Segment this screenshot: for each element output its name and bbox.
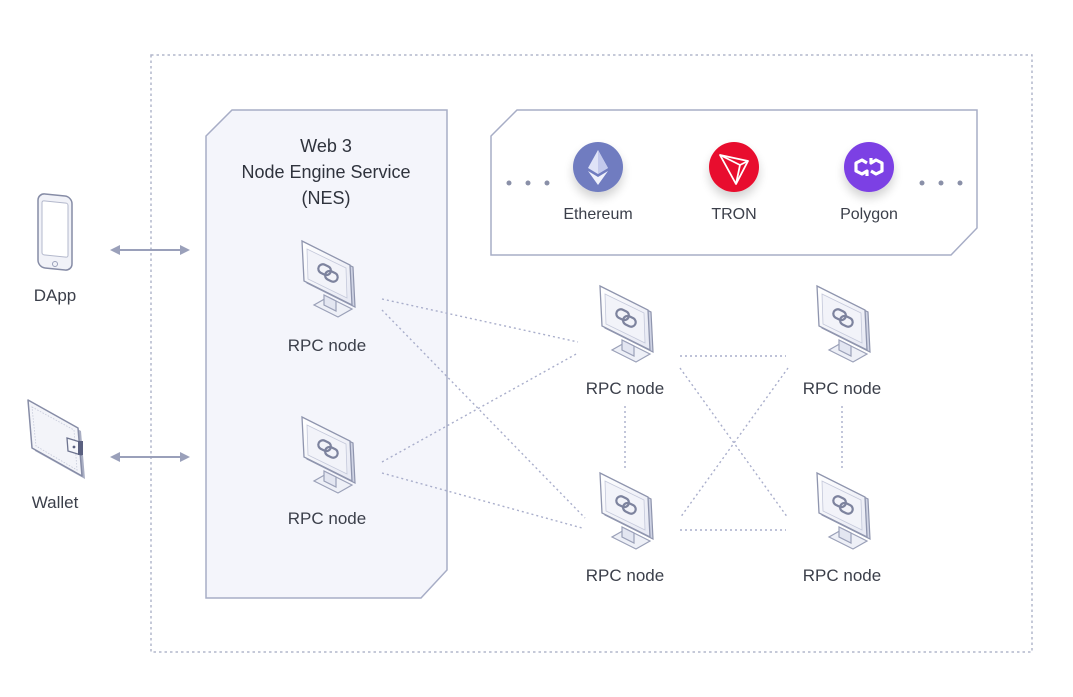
rpc-node-3-icon xyxy=(598,471,655,551)
rpc-node-4-label: RPC node xyxy=(802,566,882,585)
wallet-nes-arrow xyxy=(110,452,190,462)
nes-rpc-node-1-label: RPC node xyxy=(287,336,367,355)
rpc-node-1-icon xyxy=(598,284,655,364)
dapp-label: DApp xyxy=(33,286,77,305)
rpc-node-2-label: RPC node xyxy=(802,379,882,398)
rpc-node-1-label: RPC node xyxy=(585,379,665,398)
nes-title-line-1: Web 3 xyxy=(300,136,352,156)
chains-leading-ellipsis xyxy=(506,180,550,186)
rpc-node-4-icon xyxy=(815,471,872,551)
link-nes2-n1 xyxy=(381,352,579,463)
link-nes1-n1 xyxy=(381,298,579,343)
tron-label: TRON xyxy=(711,206,757,223)
chains-trailing-ellipsis xyxy=(919,180,963,186)
polygon-label: Polygon xyxy=(840,206,898,223)
wallet-icon xyxy=(27,399,85,479)
smartphone-icon xyxy=(37,193,73,271)
rpc-node-3-label: RPC node xyxy=(585,566,665,585)
rpc-node-2-icon xyxy=(815,284,872,364)
tron-icon xyxy=(709,142,759,192)
nes-title-line-2: Node Engine Service xyxy=(241,162,411,182)
wallet-label: Wallet xyxy=(31,493,79,512)
link-n2-n3 xyxy=(679,367,789,519)
nes-rpc-node-2-label: RPC node xyxy=(287,509,367,528)
link-n1-n4 xyxy=(679,367,789,519)
nes-panel xyxy=(205,109,448,599)
nes-title-line-3: (NES) xyxy=(301,188,351,208)
polygon-icon xyxy=(844,142,894,192)
ethereum-label: Ethereum xyxy=(563,206,633,223)
dapp-nes-arrow xyxy=(110,245,190,255)
ethereum-icon xyxy=(573,142,623,192)
network-boundary xyxy=(150,54,1033,653)
link-nes1-n3 xyxy=(381,309,586,519)
